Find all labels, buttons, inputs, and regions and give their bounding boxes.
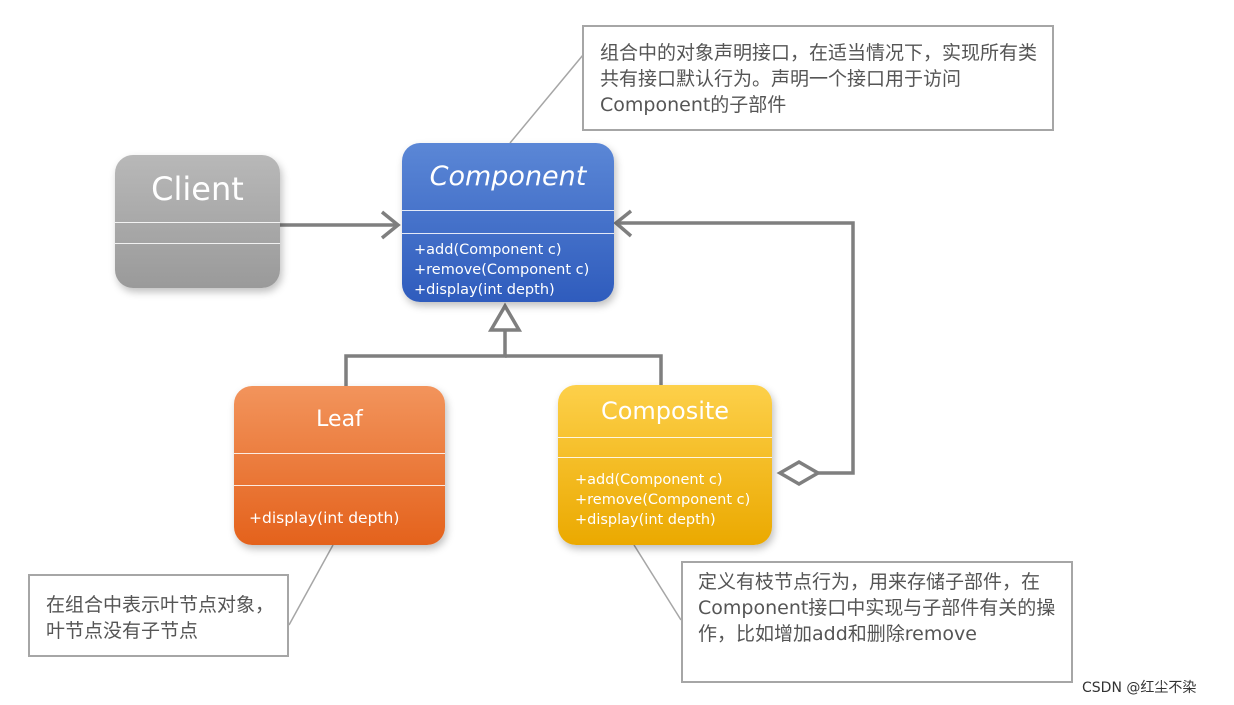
association-arrowhead bbox=[380, 210, 401, 240]
component-attributes-section bbox=[402, 210, 614, 233]
composite-operation: +remove(Component c) bbox=[575, 492, 751, 508]
composite-operations-section: +add(Component c) +remove(Component c) +… bbox=[558, 457, 772, 530]
composite-class-box: Composite +add(Component c) +remove(Comp… bbox=[558, 385, 772, 545]
composite-operation: +add(Component c) bbox=[575, 472, 723, 488]
watermark: CSDN @红尘不染 bbox=[1082, 680, 1197, 696]
component-class-name: Component bbox=[429, 161, 587, 192]
leaf-operation: +display(int depth) bbox=[249, 509, 400, 527]
component-operations-section: +add(Component c) +remove(Component c) +… bbox=[402, 233, 614, 300]
note-connector-composite bbox=[633, 544, 682, 621]
aggregation-diamond bbox=[776, 459, 822, 487]
composite-note: 定义有枝节点行为，用来存储子部件，在Component接口中实现与子部件有关的操… bbox=[681, 561, 1073, 683]
generalization-line-composite bbox=[505, 354, 663, 385]
aggregation-arrowhead bbox=[613, 209, 633, 238]
client-attributes-section bbox=[115, 222, 280, 243]
client-operations-section bbox=[115, 243, 280, 288]
generalization-triangle bbox=[487, 302, 523, 332]
composite-operation: +display(int depth) bbox=[575, 512, 716, 528]
component-operation: +add(Component c) bbox=[414, 242, 562, 258]
composite-class-name: Composite bbox=[600, 397, 730, 425]
leaf-class-name: Leaf bbox=[316, 407, 363, 432]
leaf-operations-section: +display(int depth) bbox=[234, 485, 445, 528]
composite-attributes-section bbox=[558, 437, 772, 457]
generalization-line-leaf bbox=[344, 330, 507, 386]
component-operation: +display(int depth) bbox=[414, 282, 555, 298]
note-connector-component bbox=[509, 54, 584, 144]
leaf-class-box: Leaf +display(int depth) bbox=[234, 386, 445, 545]
component-note: 组合中的对象声明接口，在适当情况下，实现所有类共有接口默认行为。声明一个接口用于… bbox=[582, 25, 1054, 131]
aggregation-line bbox=[618, 221, 855, 475]
client-class-box: Client bbox=[115, 155, 280, 288]
client-class-name: Client bbox=[151, 169, 244, 208]
note-connector-leaf bbox=[288, 544, 334, 626]
leaf-note: 在组合中表示叶节点对象，叶节点没有子节点 bbox=[28, 574, 289, 657]
leaf-attributes-section bbox=[234, 453, 445, 485]
component-operation: +remove(Component c) bbox=[414, 262, 590, 278]
component-class-box: Component +add(Component c) +remove(Comp… bbox=[402, 143, 614, 302]
